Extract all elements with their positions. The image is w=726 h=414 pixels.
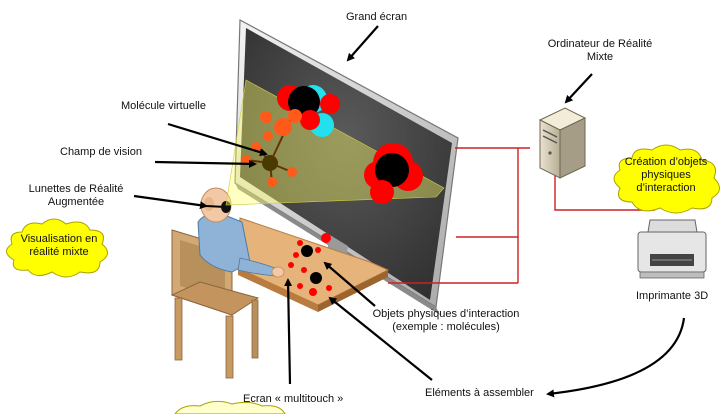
label-ordinateur-line2: Mixte [586,51,614,63]
label-objets-line1: Objets physiques d’interaction [372,308,520,320]
cloud-visualisation-line1: Visualisation en [20,233,98,245]
label-grand-ecran: Grand écran [346,11,408,23]
cloud-creation-line2: physiques [641,169,691,181]
cloud-visualisation [6,218,108,278]
cloud-creation-line1: Création d’objets [624,156,708,168]
arrows [133,25,686,398]
cloud-creation [613,144,720,214]
label-objets-line2: (exemple : molécules) [392,321,500,333]
person [197,187,285,278]
label-objets-physiques: Objets physiques d’interaction (exemple … [356,308,536,334]
label-ordinateur: Ordinateur de Réalité Mixte [520,38,680,64]
label-molecule-virtuelle: Molécule virtuelle [121,100,206,112]
label-ecran-multitouch: Ecran « multitouch » [243,393,344,405]
label-lunettes-line1: Lunettes de Réalité [28,183,124,195]
physical-objects [288,233,332,296]
cables [388,147,655,284]
cloud-visualisation-text: Visualisation en réalité mixte [14,233,104,259]
label-ordinateur-line1: Ordinateur de Réalité [547,38,653,50]
cloud-partial-bottom [174,400,286,414]
label-lunettes-line2: Augmentée [47,196,105,208]
cloud-visualisation-line2: réalité mixte [29,246,89,258]
chair [170,229,260,379]
virtual-molecule [241,85,423,204]
label-imprimante: Imprimante 3D [636,290,709,302]
label-lunettes: Lunettes de Réalité Augmentée [16,183,136,209]
label-elements: Eléments à assembler [425,387,534,399]
cloud-creation-text: Création d’objets physiques d’interactio… [618,156,714,195]
computer-tower [538,107,587,179]
printer-3d [637,219,707,279]
label-champ-vision: Champ de vision [60,146,142,158]
cloud-creation-line3: d’interaction [636,182,696,194]
